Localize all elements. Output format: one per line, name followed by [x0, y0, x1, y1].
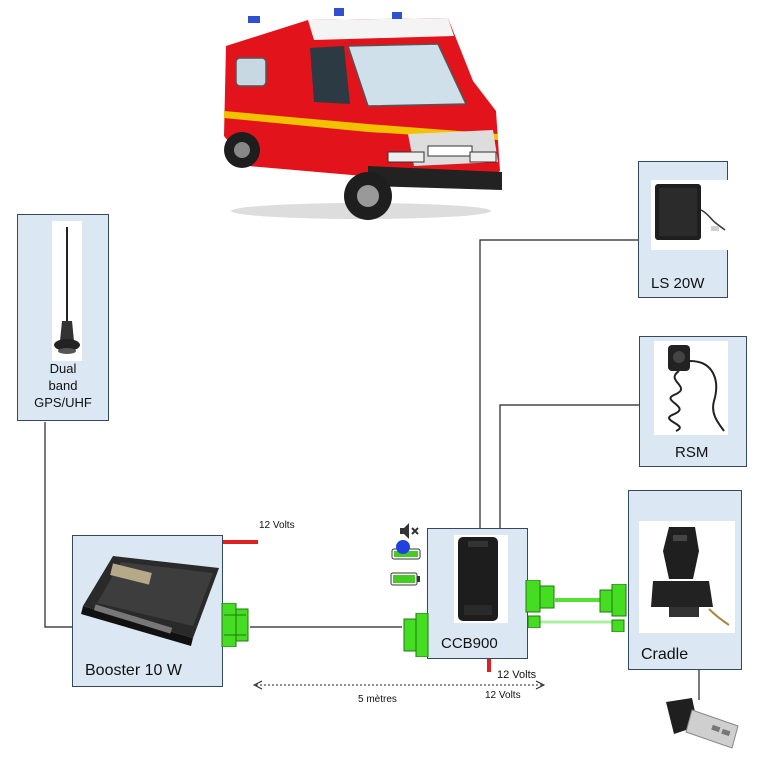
antenna-icon	[52, 221, 82, 361]
ccb-power-label-1: 12 Volts	[497, 669, 537, 681]
mute-icon	[400, 523, 419, 539]
fire-truck-icon	[224, 8, 502, 220]
antenna-label-line2: band	[48, 378, 78, 393]
booster-box: Booster 10 W	[72, 535, 223, 687]
antenna-box: Dual band GPS/UHF	[17, 214, 109, 421]
rsm-label: RSM	[675, 444, 709, 461]
blue-light-icon	[391, 540, 421, 560]
speaker-label: LS 20W	[651, 275, 705, 292]
rsm-cable	[499, 404, 641, 528]
cradle-box: Cradle	[628, 490, 742, 670]
battery-icon	[390, 572, 420, 586]
usb-plug-icon	[666, 698, 739, 749]
distance-label: 5 mètres	[358, 694, 397, 705]
speaker-icon	[651, 180, 729, 250]
ccb-power-label-2: 12 Volts	[485, 690, 521, 701]
cradle-label: Cradle	[641, 646, 689, 663]
booster-amplifier-icon	[81, 556, 219, 646]
speaker-cable	[479, 239, 641, 528]
ccb-box: CCB900	[427, 528, 528, 659]
booster-connector-icon	[221, 603, 249, 647]
ccb-left-connector-icon	[403, 613, 429, 657]
ccb-unit-icon	[454, 535, 508, 623]
ccb-right-connector-icon	[525, 580, 555, 628]
rsm-box: RSM	[639, 336, 747, 467]
remote-speaker-microphone-icon	[654, 341, 728, 435]
antenna-label-line1: Dual	[49, 361, 77, 376]
booster-label: Booster 10 W	[85, 662, 182, 679]
speaker-box: LS 20W	[638, 161, 729, 298]
booster-power-label: 12 Volts	[259, 520, 295, 531]
cradle-connector-icon	[599, 584, 627, 632]
ccb-label: CCB900	[441, 635, 498, 652]
antenna-cable	[44, 422, 74, 628]
antenna-label: Dual band GPS/UHF	[18, 360, 108, 411]
antenna-label-line3: GPS/UHF	[34, 395, 92, 410]
radio-cradle-icon	[639, 521, 735, 633]
